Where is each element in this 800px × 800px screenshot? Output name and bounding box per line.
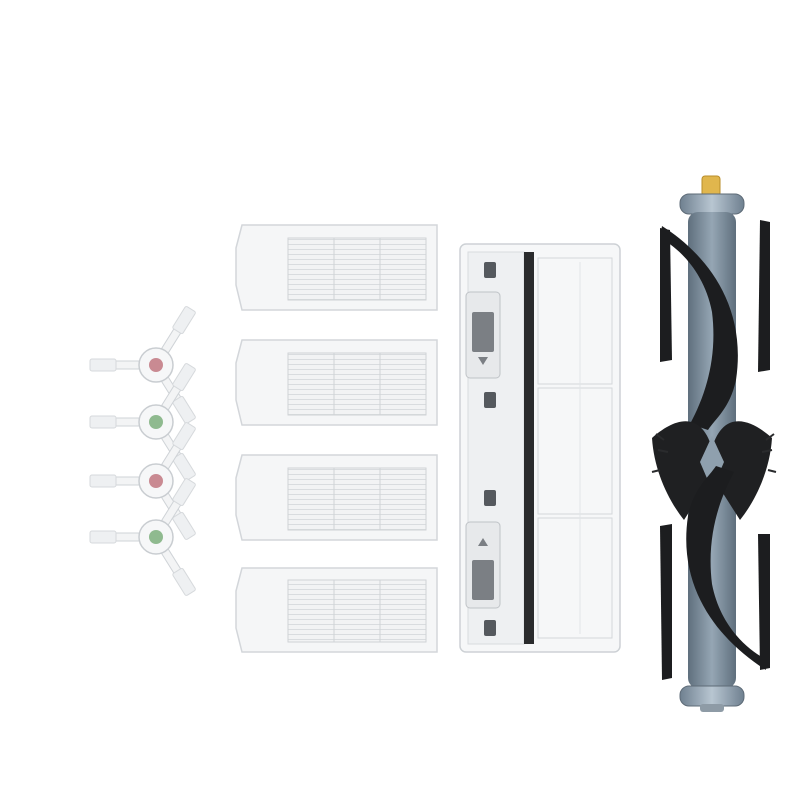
cover-latch-bottom [465, 521, 501, 609]
hepa-filter [235, 567, 438, 653]
hub-cap-green [149, 530, 163, 544]
side-brush [89, 421, 197, 541]
main-roller-brush [651, 175, 777, 712]
side-brush [89, 477, 197, 597]
hepa-filter [235, 339, 438, 426]
arrow-down-icon [478, 357, 488, 365]
side-brush [89, 305, 197, 425]
cover-latch-top [465, 291, 501, 379]
side-brush [89, 362, 197, 482]
side-brushes [89, 305, 197, 597]
hepa-filter [235, 224, 438, 311]
hepa-filter [235, 454, 438, 541]
hub-cap-green [149, 415, 163, 429]
hub-cap-red [149, 474, 163, 488]
hub-cap-red [149, 358, 163, 372]
arrow-up-icon [478, 538, 488, 546]
hepa-filters [235, 224, 438, 653]
main-brush-cover [459, 243, 621, 653]
